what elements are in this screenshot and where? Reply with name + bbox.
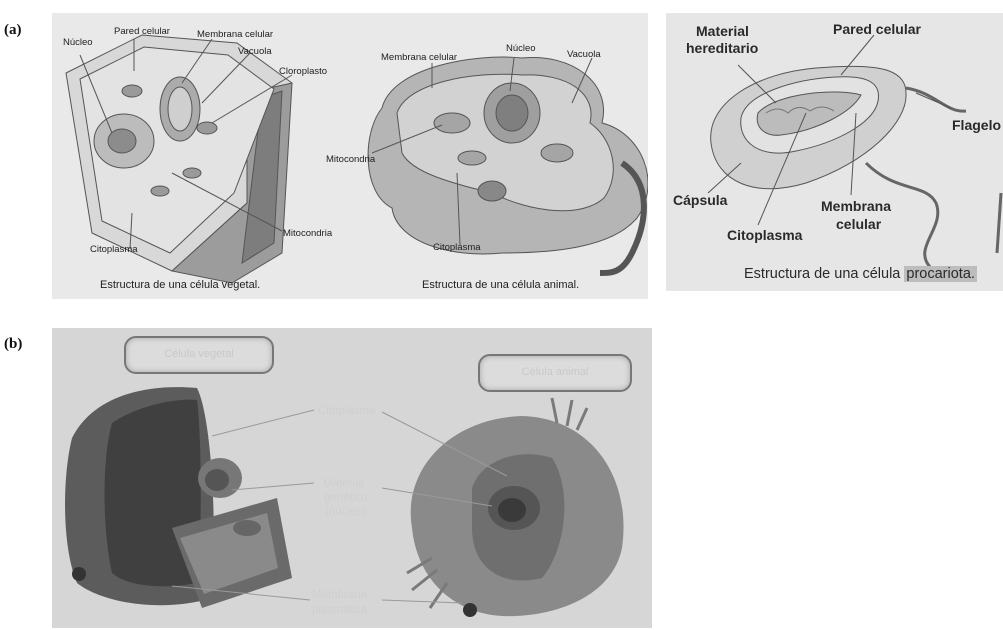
label-b-material-3: (núcleo) <box>325 505 367 519</box>
label-b-citoplasma: Citoplasma <box>318 404 376 418</box>
animal-cell-3d <box>407 398 624 617</box>
label-prok-material-1: Material <box>696 23 749 39</box>
box-celula-animal: Célula animal <box>478 354 632 392</box>
label-b-material-2: genético <box>324 491 367 505</box>
label-prok-flagelo: Flagelo <box>952 117 1001 133</box>
label-b-material-1: Material <box>323 477 364 491</box>
caption-prokaryote-prefix: Estructura de una célula <box>744 266 904 282</box>
label-animal-citoplasma: Citoplasma <box>433 242 481 253</box>
label-plant-mitocondria: Mitocondria <box>283 228 332 239</box>
label-plant-vacuola: Vacuola <box>238 46 272 57</box>
caption-prokaryote: Estructura de una célula procariota. <box>744 266 977 282</box>
box-celula-vegetal: Célula vegetal <box>124 336 274 374</box>
label-plant-cloroplasto: Cloroplasto <box>279 66 327 77</box>
label-animal-vacuola: Vacuola <box>567 49 601 60</box>
label-animal-membrana: Membrana celular <box>381 52 457 63</box>
caption-animal: Estructura de una célula animal. <box>422 279 579 291</box>
label-b-membrana-1: Membrana <box>312 588 367 602</box>
box-celula-vegetal-text: Célula vegetal <box>126 348 272 360</box>
label-animal-mitocondria: Mitocondria <box>326 154 375 165</box>
label-animal-nucleo: Núcleo <box>506 43 536 54</box>
caption-prokaryote-highlight: procariota. <box>904 266 977 282</box>
label-prok-membrana-2: celular <box>836 216 881 232</box>
plant-cell-3d <box>65 387 292 608</box>
label-prok-membrana-1: Membrana <box>821 198 891 214</box>
label-prok-citoplasma: Citoplasma <box>727 227 802 243</box>
label-plant-membrana: Membrana celular <box>197 29 273 40</box>
panel-b-label: (b) <box>4 336 22 353</box>
label-prok-material-2: hereditario <box>686 40 758 56</box>
box-celula-animal-text: Célula animal <box>480 366 630 378</box>
label-plant-nucleo: Núcleo <box>63 37 93 48</box>
animal-cell-illustration <box>368 57 648 273</box>
label-plant-citoplasma: Citoplasma <box>90 244 138 255</box>
label-prok-capsula: Cápsula <box>673 192 727 208</box>
caption-plant: Estructura de una célula vegetal. <box>100 279 260 291</box>
label-plant-pared: Pared celular <box>114 26 170 37</box>
label-prok-pared: Pared celular <box>833 21 921 37</box>
panel-a-label: (a) <box>4 22 22 39</box>
label-b-membrana-2: plasmática <box>312 603 367 617</box>
